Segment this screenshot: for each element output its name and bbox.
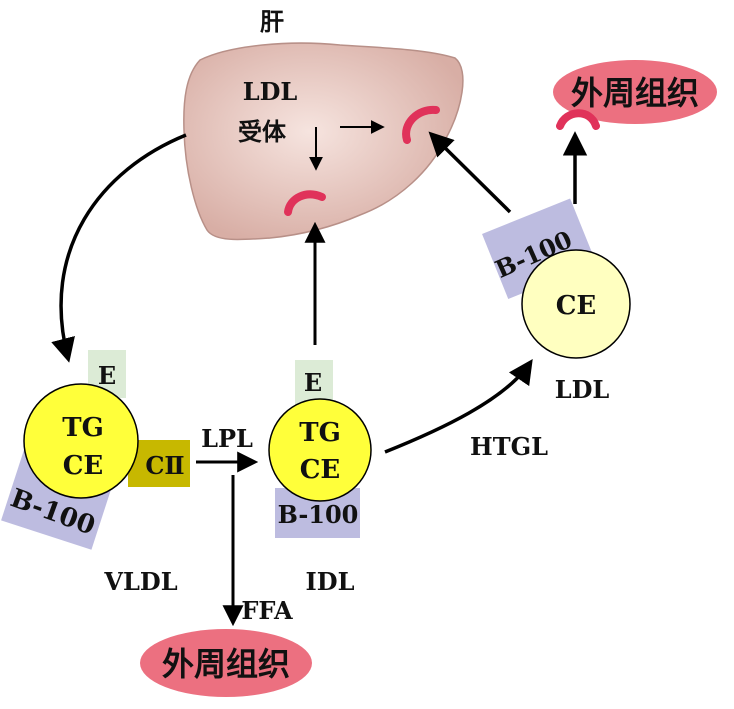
ldl-receptor-right [402,105,440,144]
arrow-liver-to-vldl [51,133,187,363]
idl-core-tg: TG [299,418,341,448]
arrow-idl-to-ldl [384,358,533,454]
arrow-ldl-to-liver [428,131,512,214]
peripheral-tissue-bottom-label: 外周组织 [162,645,290,683]
idl-apo-e-label: E [304,368,322,397]
ldl-core-ce: CE [556,291,597,321]
idl-name: IDL [306,567,355,596]
peripheral-receptor [556,109,600,130]
product-ffa: FFA [241,596,293,625]
vldl-core-tg: TG [62,413,104,443]
vldl-apo-e-label: E [98,361,116,390]
ldl-core [521,249,631,359]
vldl-name: VLDL [103,567,177,596]
idl-core [268,398,372,502]
ldl-receptor-bottom [284,190,326,216]
enzyme-htgl: HTGL [470,432,548,461]
idl-apo-b100-label: B-100 [278,500,359,529]
vldl-apo-c2-label: CⅡ [145,451,184,480]
idl-apo-e [295,360,333,405]
peripheral-tissue-top [553,60,717,124]
receptor-label-cn: 受体 [238,118,287,146]
liver-shape [183,42,464,241]
enzyme-lpl: LPL [201,424,253,453]
idl-core-ce: CE [300,455,341,485]
liver-title: 肝 [260,8,284,36]
peripheral-tissue-top-label: 外周组织 [571,74,699,112]
vldl-core [23,383,139,499]
receptor-label-ldl: LDL [243,77,298,106]
ldl-name: LDL [555,375,610,404]
vldl-core-ce: CE [63,451,104,481]
peripheral-tissue-bottom [140,629,312,697]
